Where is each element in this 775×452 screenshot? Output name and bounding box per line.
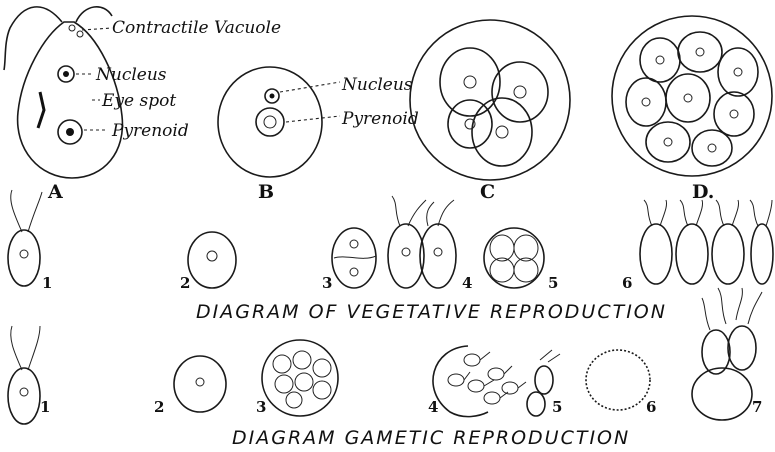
label-pyrenoid-a: Pyrenoid xyxy=(111,121,189,141)
panel-letter-b: B xyxy=(258,181,274,203)
gam-stage-label-2: 2 xyxy=(154,398,164,416)
gam-stage-label-4: 4 xyxy=(428,398,438,416)
panel-b-cell xyxy=(218,67,340,177)
gametic-stage-1 xyxy=(8,326,40,424)
label-pyrenoid-b: Pyrenoid xyxy=(341,109,419,129)
vegetative-stage-6 xyxy=(640,200,773,284)
panel-letter-c: C xyxy=(480,181,495,203)
gam-stage-label-6: 6 xyxy=(646,398,656,416)
gametic-caption: DIAGRAM GAMETIC REPRODUCTION xyxy=(232,427,630,449)
flagellum-right xyxy=(76,7,112,22)
gam-stage-label-3: 3 xyxy=(256,398,266,416)
veg-stage-label-5: 5 xyxy=(548,274,558,292)
pyrenoid-core-a xyxy=(66,128,74,136)
veg-stage-label-2: 2 xyxy=(180,274,190,292)
gametic-stage-4 xyxy=(433,346,526,417)
vegetative-stage-1 xyxy=(8,190,42,286)
label-contractile-vacuole: Contractile Vacuole xyxy=(112,18,281,38)
panel-d-cell xyxy=(612,16,772,176)
vegetative-stage-2 xyxy=(188,232,236,288)
veg-stage-label-3: 3 xyxy=(322,274,332,292)
veg-stage-label-6: 6 xyxy=(622,274,632,292)
vegetative-stage-3 xyxy=(332,228,376,288)
panel-c-cell xyxy=(410,20,570,180)
contractile-vacuole-a xyxy=(69,25,75,31)
cell-wall-b xyxy=(218,67,322,177)
vegetative-stage-4 xyxy=(388,196,456,288)
label-nucleus-b: Nucleus xyxy=(341,75,413,95)
veg-stage-label-4: 4 xyxy=(462,274,472,292)
gametic-stage-3 xyxy=(262,340,338,416)
label-nucleus-a: Nucleus xyxy=(95,65,167,85)
vegetative-stage-5 xyxy=(484,228,544,288)
gametic-stage-2 xyxy=(174,356,226,412)
panel-letter-d: D. xyxy=(692,181,714,203)
veg-stage-label-1: 1 xyxy=(42,274,52,292)
label-eye-spot: Eye spot xyxy=(101,91,176,111)
pyrenoid-b xyxy=(256,108,284,136)
gametic-stage-6 xyxy=(586,350,650,410)
gam-stage-label-7: 7 xyxy=(752,398,762,416)
vegetative-caption: DIAGRAM OF VEGETATIVE REPRODUCTION xyxy=(196,301,667,323)
contractile-vacuole-a2 xyxy=(77,31,83,37)
panel-letter-a: A xyxy=(47,181,63,203)
eye-spot-a xyxy=(38,92,44,128)
nucleolus-a xyxy=(63,71,69,77)
gam-stage-label-1: 1 xyxy=(40,398,50,416)
gam-stage-label-5: 5 xyxy=(552,398,562,416)
